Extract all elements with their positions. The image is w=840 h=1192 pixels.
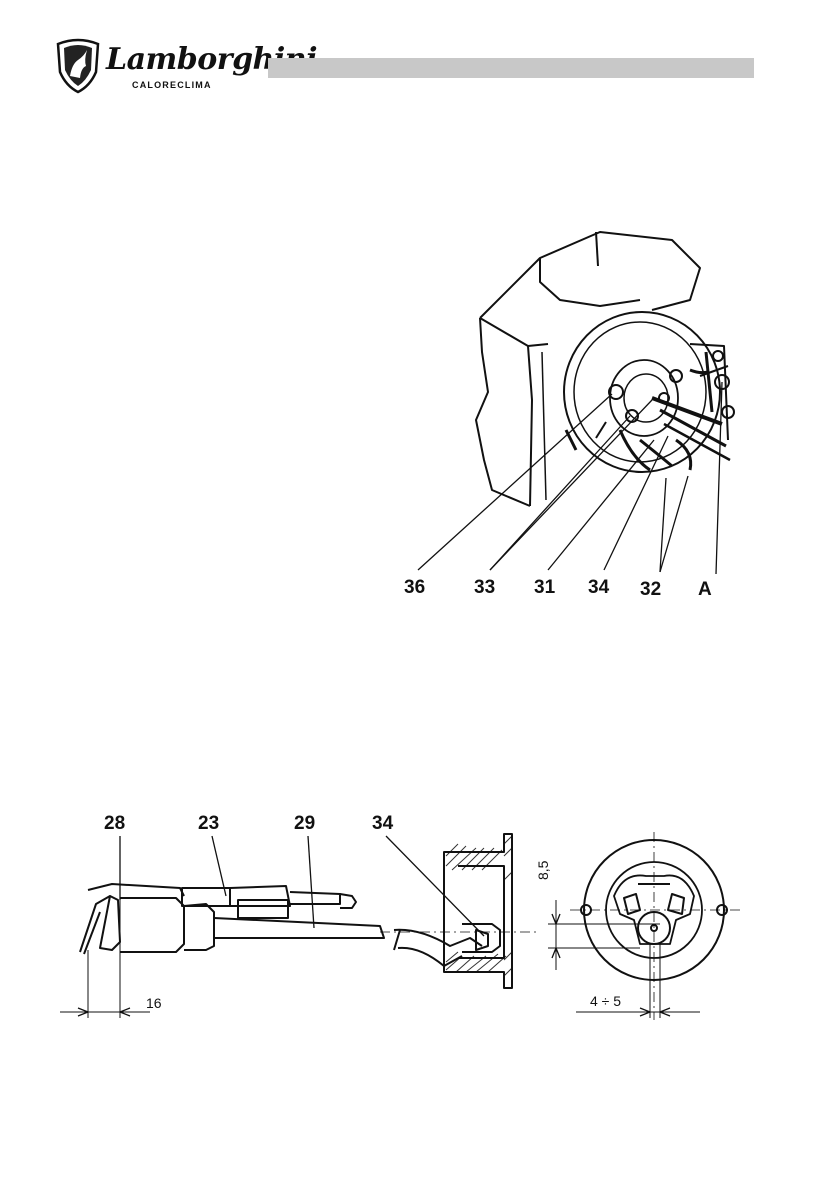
callout-34-bottom: 34: [372, 814, 393, 833]
dimension-8-5: 8,5: [536, 861, 550, 880]
callout-28: 28: [104, 814, 125, 833]
callout-23: 23: [198, 814, 219, 833]
dimension-16: 16: [146, 996, 162, 1010]
callout-29: 29: [294, 814, 315, 833]
dimension-4-5: 4 ÷ 5: [590, 994, 621, 1008]
